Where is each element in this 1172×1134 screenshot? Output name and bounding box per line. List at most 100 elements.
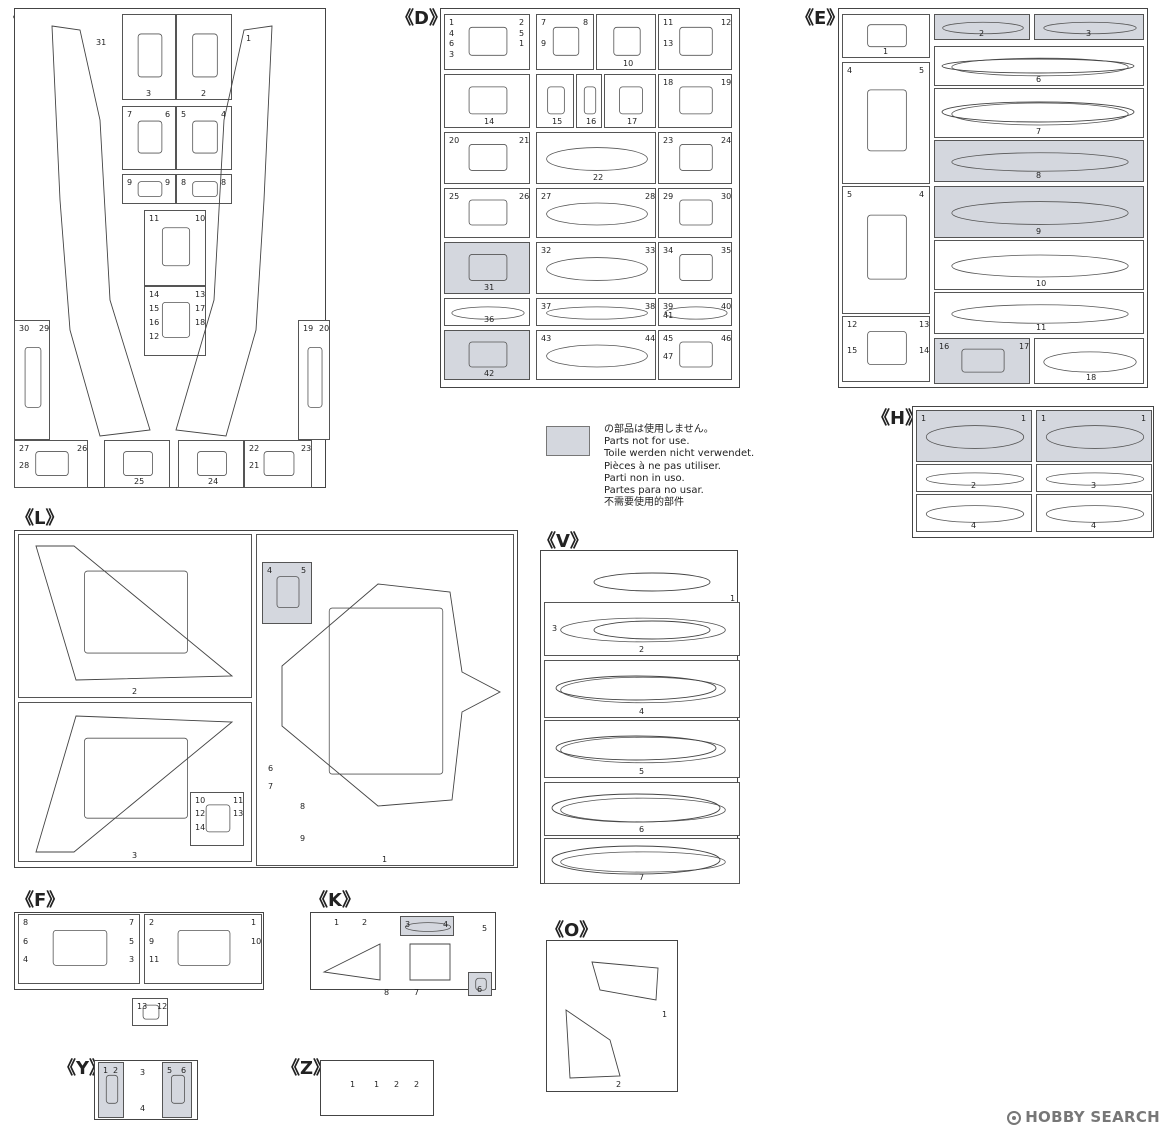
part-number: 35 [721,246,732,255]
part-number: 26 [77,444,88,453]
legend-line-fr: Pièces à ne pas utiliser. [604,460,721,472]
sprue-label-e: 《E》 [796,8,845,29]
part-number: 11 [233,796,244,805]
part-number: 2 [362,918,368,927]
part-number: 1 [519,39,525,48]
part-number: 4 [1091,521,1097,530]
part-number: 41 [663,311,674,320]
part-number: 5 [482,924,488,933]
part-number: 24 [208,477,219,486]
part-number: 19 [721,78,732,87]
part-number: 9 [300,834,306,843]
part-number: 2 [639,645,645,654]
part-number: 4 [449,28,455,38]
part-number: 10 [623,59,634,68]
part-number: 20 [449,136,460,145]
part-number: 46 [721,334,732,343]
part-cell-d-5: 15 [536,74,574,128]
part-number: 5 [129,936,135,946]
part-number: 11 [1036,323,1047,332]
part-cell-e-9: 10 [934,240,1144,290]
part-outline [917,411,1033,463]
part-outline [1035,339,1145,385]
part-outline [659,243,733,295]
sprue-frame-o [546,940,678,1092]
part-number: 45 [663,334,674,343]
part-number: 3 [1091,481,1097,490]
part-outline [935,339,1031,385]
part-number: 28 [19,461,30,470]
part-outline [15,321,51,441]
part-number: 2 [132,687,138,696]
sprue-label-k: 《K》 [310,890,360,911]
part-number: 3 [132,851,138,860]
part-cell-v-1: 4 [544,660,740,718]
part-number: 8 [300,802,306,811]
part-cell-k-1: 6 [468,972,492,996]
part-number: 42 [484,369,495,378]
part-number: 6 [449,39,455,48]
part-outline [577,75,603,129]
part-number: 2 [201,89,207,98]
part-cell-h-5: 4 [1036,494,1152,532]
part-number: 28 [645,192,656,201]
part-cell-d-18: 36 [444,298,530,326]
part-outline [105,441,171,489]
part-number: 25 [449,192,460,201]
part-cell-e-6: 8 [934,140,1144,182]
part-cell-e-0: 1 [842,14,930,58]
part-outline [537,331,657,381]
part-number: 4 [919,190,925,199]
part-cell-l-0: 2 [18,534,252,698]
part-number: 18 [1086,373,1097,382]
part-number: 3 [449,49,455,59]
part-number: 4 [267,566,273,575]
part-number: 2 [616,1080,622,1089]
part-number: 14 [149,290,160,299]
part-number: 13 [233,809,244,819]
part-outline [605,75,657,129]
part-number: 34 [663,246,674,255]
part-cell-v-0: 2 [544,602,740,656]
part-number: 17 [627,117,638,126]
part-cell-j-2: 24 [178,440,244,488]
part-cell-h-2: 2 [916,464,1032,492]
part-outline [659,331,733,381]
part-number: 6 [268,764,274,773]
part-number: 13 [919,320,930,329]
part-number: 4 [971,521,977,530]
sprue-label-o: 《O》 [546,920,598,941]
sprue-label-l: 《L》 [16,508,64,529]
part-number: 17 [195,304,206,313]
part-number: 4 [639,707,645,716]
part-number: 6 [181,1066,187,1075]
part-number: 2 [414,1080,420,1089]
part-number: 16 [149,318,160,327]
sprue-frame-z [320,1060,434,1116]
part-number: 4 [443,920,449,929]
sprue-label-z: 《Z》 [282,1058,332,1079]
part-number: 14 [195,822,206,832]
part-outline [1035,15,1145,41]
part-number: 38 [645,302,656,311]
part-cell-d-17: 34 35 [658,242,732,294]
part-number: 8 [583,18,589,27]
part-outline [537,243,657,295]
part-cell-h-3: 3 [1036,464,1152,492]
